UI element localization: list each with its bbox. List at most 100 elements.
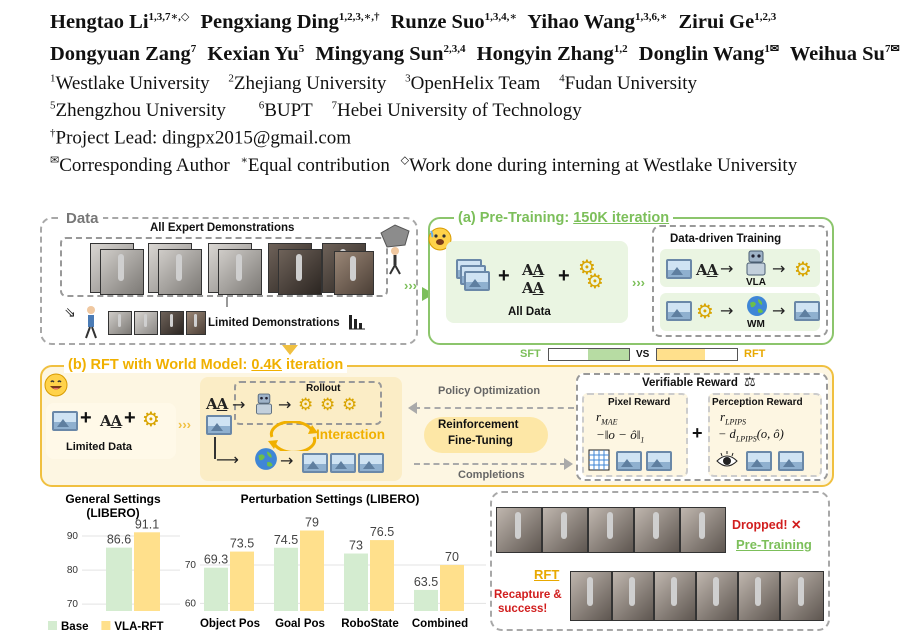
data-label: 79	[305, 516, 319, 530]
recapture-line1: Recapture &	[494, 589, 562, 601]
bar-base	[106, 547, 132, 611]
author-block: Hengtao Li1,3,7∗,◇ Pengxiang Ding1,2,3,∗…	[50, 4, 910, 177]
bar-vla-rft	[440, 565, 464, 611]
legend-label: VLA-RFT	[114, 621, 163, 633]
robot-arm-icon: ⚙	[342, 395, 358, 415]
author: Mingyang Sun2,3,4	[315, 42, 466, 65]
affiliation: 7Hebei University of Technology	[331, 99, 582, 122]
plus-sign: +	[124, 407, 136, 429]
author: Weihua Su7✉	[789, 42, 900, 65]
affiliation: 5Zhengzhou University	[50, 99, 226, 122]
note: ✉Corresponding Author	[50, 154, 230, 176]
arrow-right-icon: →	[278, 395, 292, 414]
vs-label: VS	[636, 349, 650, 360]
vla-label: VLA	[746, 277, 766, 288]
rft-result-label: RFT	[534, 567, 560, 582]
completions-label: Completions	[458, 469, 525, 481]
pixel-reward-symbol: rMAE	[596, 409, 618, 427]
sft-bar	[548, 348, 630, 361]
affiliations-line-1: 1Westlake University 2Zhejiang Universit…	[50, 68, 910, 95]
cycle-arrows-icon	[268, 421, 318, 451]
wm-label: WM	[747, 319, 765, 330]
bar-vla-rft	[230, 551, 254, 611]
affiliation: 2Zhejiang University	[228, 72, 387, 94]
category-label: RoboState	[341, 618, 399, 630]
rft-bar-fill	[657, 349, 705, 360]
pretrain-frame	[588, 507, 634, 553]
author: Donglin Wang1✉	[638, 42, 780, 65]
rft-pill-line1: Reinforcement	[438, 419, 519, 431]
image-icon	[666, 301, 692, 321]
triple-arrow-icon: ›››	[404, 278, 417, 293]
rft-frame	[738, 571, 780, 621]
text-icon: AA	[696, 261, 718, 279]
category-label: Combined	[412, 618, 468, 630]
recapture-line2: success!	[498, 603, 548, 615]
image-icon	[52, 411, 78, 431]
y-tick-label: 70	[67, 599, 79, 610]
arrow-right-icon: →	[720, 259, 734, 278]
bar-vla-rft	[370, 540, 394, 611]
dashed-arrow-right	[414, 463, 566, 465]
affiliation: 3OpenHelix Team	[405, 72, 541, 94]
text-icon: AA	[206, 395, 228, 413]
demo-frame	[218, 249, 262, 295]
robot-icon	[746, 250, 766, 276]
pixel-grid-icon	[588, 449, 610, 471]
pretraining-label: Pre-Training	[736, 537, 812, 552]
category-label: Object Pos	[200, 618, 260, 630]
bar-decrease-icon	[349, 315, 365, 330]
note: ◇Work done during interning at Westlake …	[400, 154, 798, 176]
bar-base	[344, 553, 368, 611]
rft-frame	[654, 571, 696, 621]
robot-arm-icon: ⚙	[142, 407, 160, 431]
perception-reward-title: Perception Reward	[712, 397, 803, 408]
expert-demos-box	[60, 237, 388, 297]
bar-base	[414, 589, 438, 611]
legend-label: Base	[61, 621, 89, 633]
dashed-arrow-right-head	[564, 458, 573, 470]
dashed-arrow-left	[414, 407, 574, 409]
sft-bar-fill	[588, 349, 629, 360]
author: Runze Suo1,3,4,∗	[390, 10, 517, 33]
comparison-panel	[490, 491, 830, 631]
arrow-right-icon: →	[772, 259, 786, 278]
arrow-right-icon: →	[280, 451, 294, 470]
data-label: 91.1	[135, 517, 159, 531]
rft-frame	[696, 571, 738, 621]
rft-title: (b) RFT with World Model: 0.4K iteration	[64, 357, 348, 373]
demo-frame	[278, 249, 322, 295]
data-driven-training-box	[652, 225, 828, 337]
limited-demo-frame	[134, 311, 158, 335]
author: Pengxiang Ding1,2,3,∗,†	[200, 10, 380, 33]
arrow-right-icon: ⟶	[216, 450, 239, 469]
data-label: 73.5	[230, 537, 254, 551]
authors-line-1: Hengtao Li1,3,7∗,◇ Pengxiang Ding1,2,3,∗…	[50, 4, 910, 36]
robot-arm-stack-icon: ⚙	[578, 255, 596, 279]
bar-vla-rft	[134, 532, 160, 611]
y-tick-label: 70	[185, 560, 197, 571]
author: Hongyin Zhang1,2	[476, 42, 628, 65]
globe-icon	[747, 296, 767, 316]
affiliations-line-2: 5Zhengzhou University 6BUPT 7Hebei Unive…	[50, 95, 910, 122]
happy-emoji-icon	[44, 373, 68, 397]
data-panel-title: Data	[62, 210, 103, 227]
pixel-reward-title: Pixel Reward	[608, 397, 671, 408]
image-icon	[746, 451, 772, 471]
rollout-label: Rollout	[306, 383, 341, 394]
globe-icon	[255, 448, 277, 470]
flow-arrow-down	[282, 345, 298, 355]
limited-demo-frame	[160, 311, 184, 335]
y-tick-label: 80	[67, 565, 79, 576]
arrow-right-icon: →	[772, 301, 786, 320]
rft-bar	[656, 348, 738, 361]
author: Yihao Wang1,3,6,∗	[527, 10, 668, 33]
bar-base	[274, 547, 298, 611]
image-icon	[666, 259, 692, 279]
data-label: 73	[349, 539, 363, 553]
triple-arrow-icon: ›››	[632, 275, 645, 290]
image-stack-icon	[464, 271, 490, 291]
pretrain-title: (a) Pre-Training: 150K iteration	[454, 210, 674, 226]
pretrain-frame	[680, 507, 726, 553]
policy-optimization-label: Policy Optimization	[438, 385, 541, 397]
